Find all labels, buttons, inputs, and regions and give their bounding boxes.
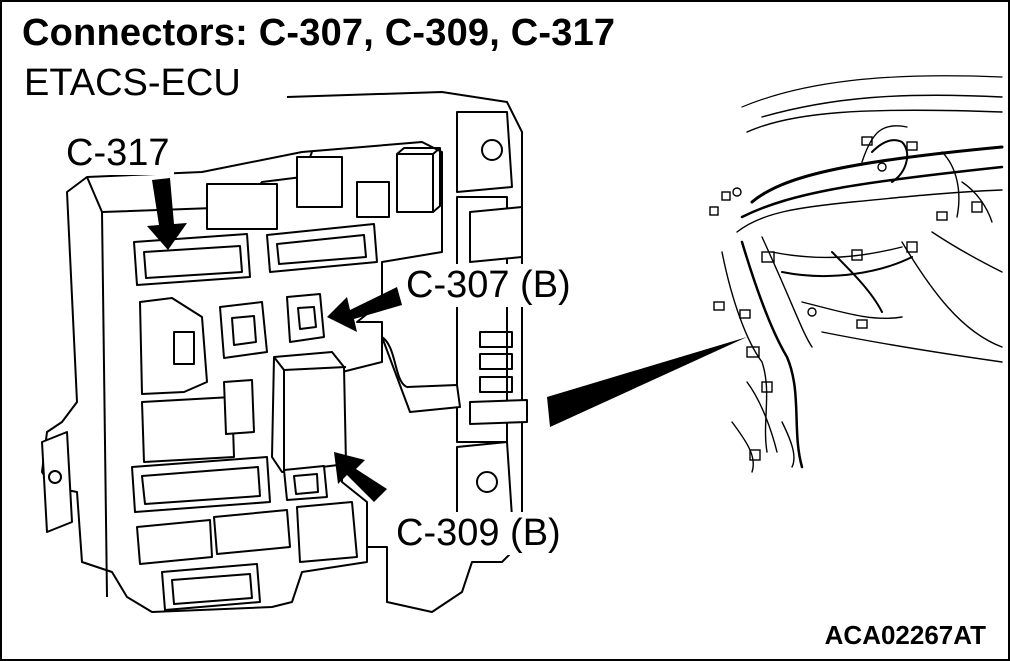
figure-code: ACA02267AT — [824, 620, 986, 650]
arrow-c309 — [334, 452, 387, 502]
mount-hole-top — [481, 139, 503, 161]
diagram-title: Connectors: C-307, C-309, C-317 — [22, 12, 616, 54]
arrow-c307 — [327, 287, 402, 332]
ecu-label: ETACS-ECU — [20, 62, 245, 105]
vehicle-dashboard-view — [709, 75, 1004, 473]
connector-c307-shape — [286, 293, 325, 343]
connector-c309-shape — [283, 465, 328, 501]
callout-c309: C-309 (B) — [392, 512, 565, 555]
connector-c317-shape — [133, 233, 251, 286]
arrow-c317 — [147, 178, 187, 250]
callout-c317: C-317 — [62, 132, 174, 175]
mount-hole-bottom — [476, 471, 498, 493]
callout-c307: C-307 (B) — [402, 264, 575, 307]
pointer-wedge — [547, 337, 747, 427]
